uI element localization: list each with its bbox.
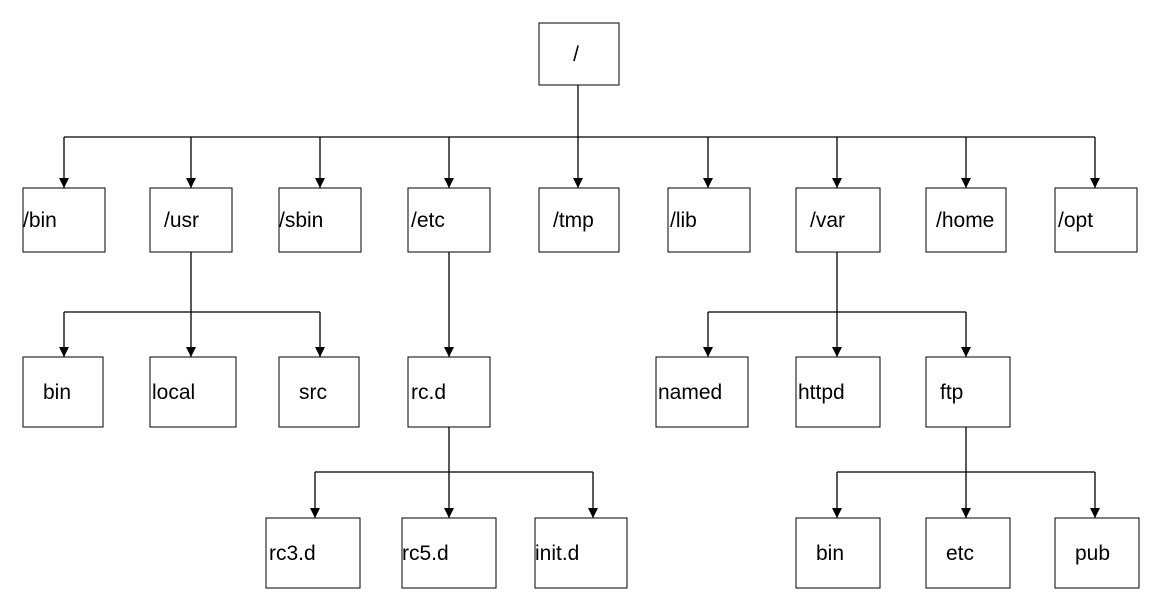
dir-node-etc: /etc [407, 187, 491, 253]
dir-node-sbin: /sbin [278, 187, 362, 253]
dir-node-box [925, 187, 1007, 253]
dir-node-label: local [152, 381, 195, 404]
dir-node-label: named [658, 381, 722, 404]
dir-node-label: httpd [798, 381, 845, 404]
dir-node-box [407, 356, 491, 428]
dir-node-box [655, 356, 749, 428]
dir-node-usr-bin: bin [22, 356, 104, 428]
dir-node-usr-local: local [149, 356, 237, 428]
dir-node-box [407, 187, 491, 253]
dir-node-label: /tmp [553, 209, 594, 232]
dir-node-root: / [538, 22, 620, 86]
dir-node-var-httpd: httpd [795, 356, 881, 428]
dir-node-label: bin [43, 381, 71, 404]
dir-node-label: init.d [535, 542, 579, 565]
dir-node-box [795, 187, 881, 253]
dir-node-label: /var [810, 209, 845, 232]
dir-node-label: rc.d [411, 381, 446, 404]
dir-node-box [534, 517, 628, 589]
dir-node-box [925, 517, 1011, 589]
dir-node-usr: /usr [149, 187, 233, 253]
dir-node-box [925, 356, 1011, 428]
dir-node-var: /var [795, 187, 881, 253]
dir-node-bin: /bin [22, 187, 106, 253]
dir-node-ftp-bin: bin [795, 517, 881, 589]
dir-node-label: /sbin [279, 209, 323, 232]
dir-node-label: pub [1075, 542, 1110, 565]
dir-node-label: bin [816, 542, 844, 565]
dir-node-label: / [573, 43, 579, 66]
dir-node-box [795, 356, 881, 428]
dir-node-box [265, 517, 361, 589]
dir-node-ftp-etc: etc [925, 517, 1011, 589]
dir-node-box [22, 356, 104, 428]
dir-node-initd: init.d [534, 517, 628, 589]
node-layer: / /bin/usr/sbin/etc/tmp/lib/var/home/opt b… [22, 22, 1140, 589]
dir-node-lib: /lib [667, 187, 751, 253]
dir-node-box [1054, 187, 1138, 253]
dir-node-label: /bin [23, 209, 57, 232]
dir-node-box [538, 22, 620, 86]
dir-node-usr-src: src [278, 356, 360, 428]
dir-node-ftp-pub: pub [1054, 517, 1140, 589]
dir-node-box [149, 187, 233, 253]
dir-node-var-ftp: ftp [925, 356, 1011, 428]
dir-node-label: /home [936, 209, 994, 232]
dir-node-box [538, 187, 620, 253]
dir-node-label: /usr [164, 209, 199, 232]
dir-node-label: rc3.d [269, 542, 316, 565]
dir-node-box [278, 356, 360, 428]
dir-node-opt: /opt [1054, 187, 1138, 253]
dir-node-box [667, 187, 751, 253]
dir-node-box [22, 187, 106, 253]
dir-node-box [278, 187, 362, 253]
dir-node-box [149, 356, 237, 428]
dir-node-label: /lib [670, 209, 697, 232]
dir-node-box [1054, 517, 1140, 589]
dir-node-box [795, 517, 881, 589]
dir-node-etc-rcd: rc.d [407, 356, 491, 428]
dir-node-label: /etc [411, 209, 445, 232]
connector-layer [59, 85, 1100, 518]
dir-node-label: rc5.d [402, 542, 449, 565]
dir-node-home: /home [925, 187, 1007, 253]
dir-node-rc5d: rc5.d [401, 517, 497, 589]
dir-node-label: etc [946, 542, 974, 565]
dir-node-label: src [299, 381, 327, 404]
dir-node-tmp: /tmp [538, 187, 620, 253]
dir-node-var-named: named [655, 356, 749, 428]
dir-node-label: /opt [1058, 209, 1093, 232]
dir-node-label: ftp [940, 381, 963, 404]
dir-node-rc3d: rc3.d [265, 517, 361, 589]
dir-node-box [401, 517, 497, 589]
